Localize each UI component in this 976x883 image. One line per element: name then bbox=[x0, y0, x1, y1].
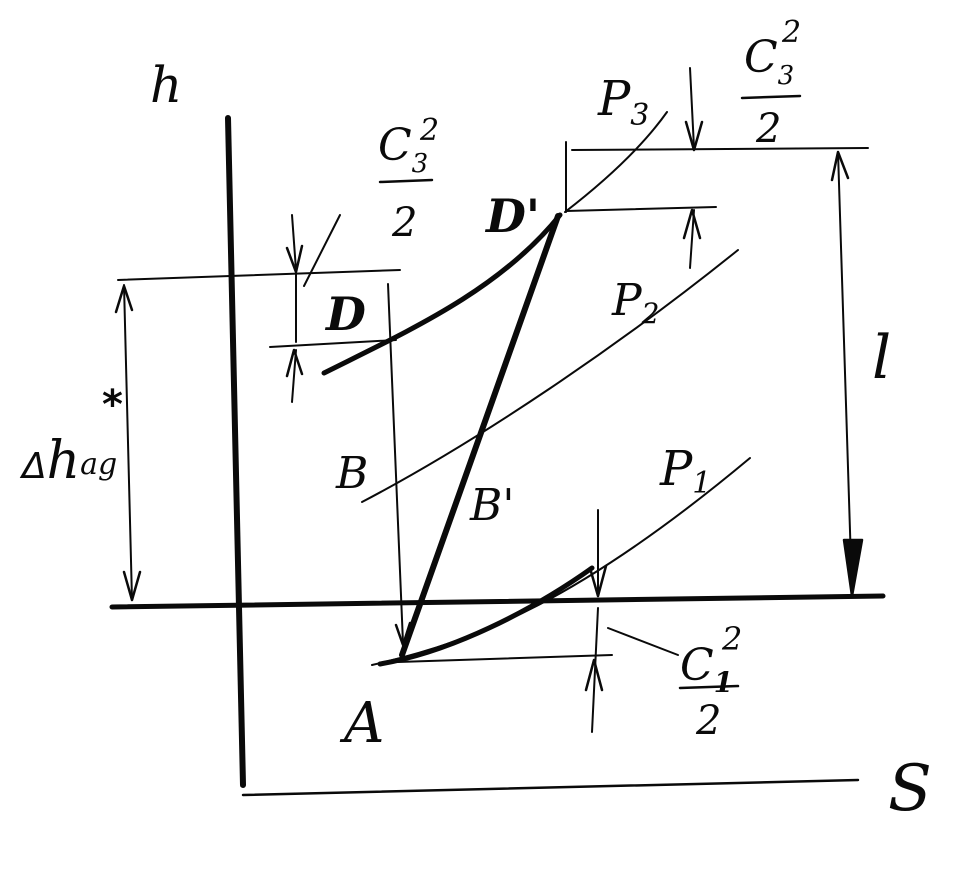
top-level-line bbox=[571, 147, 869, 151]
svg-text:2: 2 bbox=[721, 620, 742, 658]
c3-left-fraction: C3 2 2 bbox=[378, 113, 439, 246]
h-axis-label: h bbox=[150, 56, 182, 114]
h-axis bbox=[225, 115, 246, 788]
work-label: l bbox=[872, 323, 891, 393]
isentropic-arrow bbox=[394, 621, 412, 647]
baseline bbox=[109, 593, 886, 610]
c1-fraction: C1 2 2 bbox=[678, 620, 742, 744]
delta-h-arrow-up bbox=[114, 284, 134, 314]
isobar-p1-label: P1 bbox=[659, 441, 711, 501]
work-arrow-up bbox=[830, 150, 850, 182]
process-a-p1 bbox=[377, 565, 595, 667]
delta-h-label: Δhag bbox=[19, 431, 117, 491]
work-arrow-down bbox=[842, 538, 864, 598]
dprime-level-line bbox=[565, 206, 717, 212]
c3-right-fraction: C3 2 2 bbox=[740, 15, 802, 152]
s-axis-label: S bbox=[888, 752, 932, 826]
c1-arrow-bot bbox=[584, 658, 604, 692]
point-a-label: A bbox=[339, 691, 384, 756]
c1-vline-bot bbox=[591, 607, 599, 733]
isobar-p2-label: P2 bbox=[611, 275, 659, 330]
svg-text:C1: C1 bbox=[680, 640, 733, 699]
c3-left-arrow-bot bbox=[285, 348, 304, 378]
c3-right-arrow-bot bbox=[682, 208, 702, 240]
c3-left-vline-bot bbox=[291, 349, 297, 403]
s-axis bbox=[241, 778, 860, 797]
svg-text:C3: C3 bbox=[744, 32, 794, 91]
point-d-label: D bbox=[324, 287, 366, 341]
svg-text:2: 2 bbox=[781, 15, 801, 50]
isobar-p3 bbox=[564, 111, 668, 213]
work-arrow-line bbox=[837, 151, 853, 595]
isobar-p3-label: P3 bbox=[597, 71, 649, 133]
c3-left-leader bbox=[303, 214, 341, 287]
c3-right-vline-bot bbox=[689, 209, 695, 269]
isobar-p2 bbox=[361, 249, 739, 503]
c3-left-bottom-line bbox=[269, 339, 397, 348]
svg-text:2: 2 bbox=[755, 106, 781, 152]
c3-right-arrow-top bbox=[684, 120, 704, 152]
isentropic-d-a bbox=[387, 283, 404, 644]
svg-text:2: 2 bbox=[391, 200, 417, 246]
a-level-line bbox=[397, 654, 613, 663]
c1-arrow-top bbox=[588, 564, 608, 598]
point-b-label: B bbox=[335, 448, 368, 499]
svg-text:2: 2 bbox=[419, 113, 439, 148]
c3-left-vline-top bbox=[291, 214, 297, 271]
svg-text:2: 2 bbox=[695, 698, 721, 744]
delta-h-arrow-down bbox=[122, 570, 142, 602]
process-d-dprime bbox=[321, 212, 563, 376]
process-a-dprime bbox=[399, 213, 561, 658]
c1-leader bbox=[607, 627, 679, 656]
delta-h-arrow-line bbox=[123, 284, 133, 601]
point-bprime-label: B' bbox=[469, 480, 514, 531]
delta-h-top-line bbox=[117, 269, 401, 281]
svg-text:C3: C3 bbox=[378, 120, 428, 179]
delta-h-star: * bbox=[102, 382, 123, 428]
c3-right-vline-top bbox=[689, 67, 695, 149]
point-dprime-label: D' bbox=[484, 189, 540, 243]
